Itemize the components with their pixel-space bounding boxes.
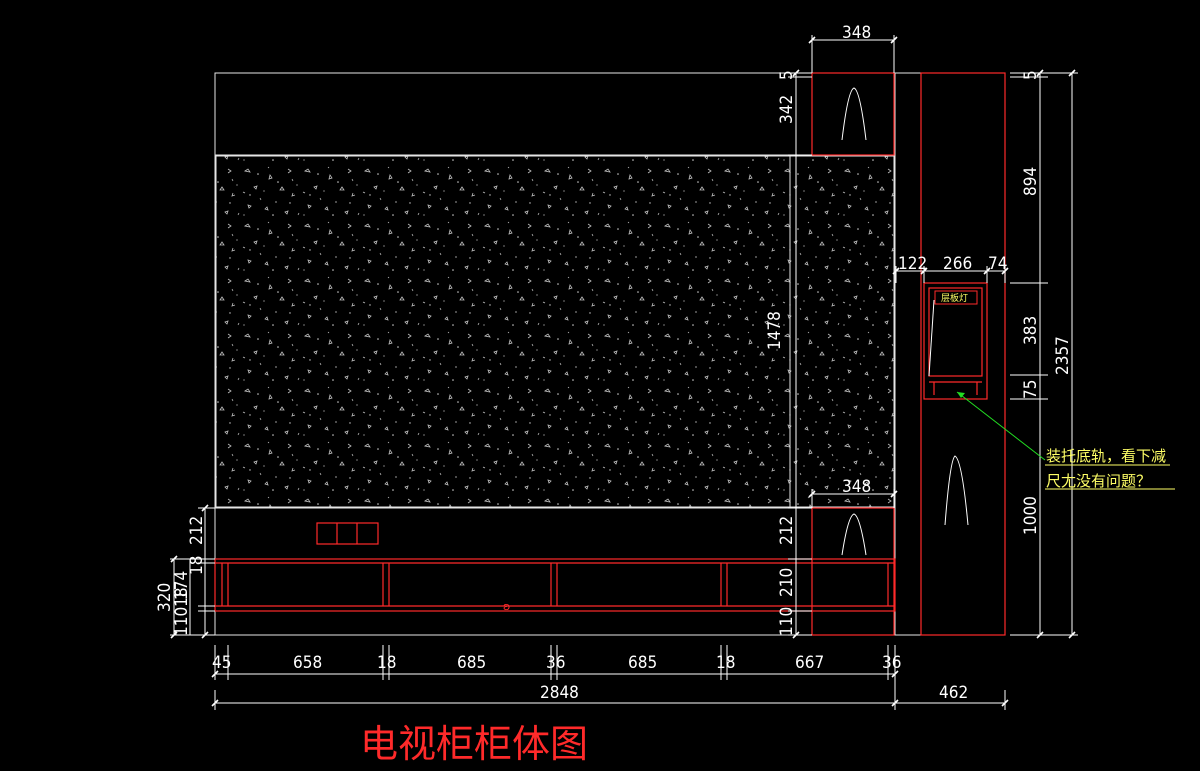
dimension-lines — [170, 35, 1078, 710]
door-swing-symbols — [841, 87, 969, 556]
dim-total-462: 462 — [939, 683, 968, 703]
dim-col-1000: 1000 — [1021, 496, 1041, 535]
dim-right-110: 110 — [777, 607, 797, 636]
dim-left-11018: 11018 — [172, 587, 192, 636]
dim-left-320: 320 — [155, 583, 175, 612]
annotation-leader — [956, 391, 1175, 490]
dim-b-36b: 36 — [882, 653, 901, 673]
dim-top-5: 5 — [777, 70, 797, 80]
dim-left-174: 174 — [172, 571, 192, 600]
dim-b-18b: 18 — [716, 653, 735, 673]
dim-b-685b: 685 — [628, 653, 657, 673]
dim-col-5: 5 — [1021, 70, 1041, 80]
annotation-note-line1: 装托底轨，看下减 — [1046, 447, 1166, 465]
dim-right-212: 212 — [777, 516, 797, 545]
annotation-note-line2: 尺尢没有问题？ — [1046, 472, 1151, 490]
dim-right-210: 210 — [777, 568, 797, 597]
dimension-labels: 348 348 5 342 1478 212 210 110 5 894 383… — [155, 23, 1073, 703]
dim-mid-width: 348 — [842, 477, 871, 497]
dim-total-2848: 2848 — [540, 683, 579, 703]
dim-left-212: 212 — [187, 516, 207, 545]
dim-niche-122: 122 — [898, 254, 927, 274]
dim-b-18a: 18 — [377, 653, 396, 673]
dim-b-36a: 36 — [546, 653, 565, 673]
dim-top-width: 348 — [842, 23, 871, 43]
stone-wall-panel — [215, 155, 895, 508]
dim-b-685a: 685 — [457, 653, 486, 673]
dim-b-658: 658 — [293, 653, 322, 673]
dim-col-383: 383 — [1021, 316, 1041, 345]
drawing-title: 电视柜柜体图 — [360, 722, 588, 766]
dim-total-2357: 2357 — [1053, 336, 1073, 375]
dim-col-894: 894 — [1021, 167, 1041, 196]
dim-b-667: 667 — [795, 653, 824, 673]
dim-col-75: 75 — [1021, 380, 1041, 399]
lamp-label: 层板灯 — [941, 292, 968, 304]
red-cabinet-lines — [214, 72, 1006, 636]
dim-1478: 1478 — [765, 311, 785, 350]
handle-symbol: ʚ — [503, 600, 510, 613]
dim-niche-266: 266 — [943, 254, 972, 274]
dim-b-45: 45 — [212, 653, 231, 673]
dim-niche-74: 74 — [988, 254, 1007, 274]
dim-left-18: 18 — [187, 556, 207, 575]
dim-top-342: 342 — [777, 95, 797, 124]
